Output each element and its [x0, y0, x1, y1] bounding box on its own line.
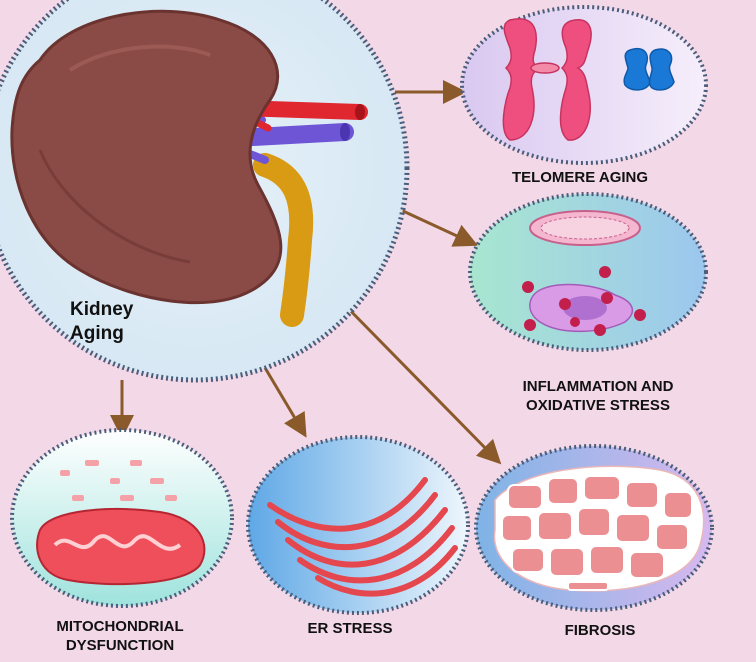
cell-membrane-icon	[529, 210, 641, 246]
mitochondrial-label-line2: DYSFUNCTION	[65, 636, 175, 654]
er-stress-panel	[246, 435, 470, 615]
kidney-label-line2: Aging	[70, 322, 124, 344]
fibrotic-tissue-icon	[493, 465, 705, 592]
telomere-aging-label: TELOMERE AGING	[511, 169, 649, 186]
inflammation-panel	[468, 192, 708, 352]
arrow-to-inflammation	[389, 203, 479, 247]
mitochondrial-label-line1: MITOCHONDRIAL	[56, 618, 184, 635]
fibrosis-panel	[474, 444, 714, 612]
telomere-panel	[460, 5, 708, 165]
inflammation-label: INFLAMMATION AND OXIDATIVE STRESS	[488, 378, 708, 416]
inflammation-label-line1: INFLAMMATION AND	[522, 378, 674, 395]
kidney-label-line1: Kidney	[70, 299, 134, 320]
fragments-icon	[60, 460, 177, 501]
mitochondrial-label: MITOCHONDRIAL DYSFUNCTION	[10, 618, 230, 656]
kidney-aging-label: Kidney Aging	[70, 298, 150, 346]
mitochondrial-panel	[10, 428, 234, 608]
short-chromosome-icon	[623, 48, 675, 91]
kidney-icon	[10, 9, 283, 305]
chromosome-icon	[502, 18, 592, 141]
fibrosis-label: FIBROSIS	[564, 622, 636, 639]
endoplasmic-reticulum-icon	[267, 477, 458, 597]
mitochondrion-icon	[36, 508, 206, 586]
arrow-to-fibrosis	[333, 293, 502, 465]
ureter-icon	[253, 153, 314, 327]
er-stress-label: ER STRESS	[307, 620, 393, 637]
inflammation-label-line2: OXIDATIVE STRESS	[526, 396, 670, 414]
kidney-aging-panel	[0, 0, 410, 383]
ros-particles-icon	[522, 266, 646, 336]
